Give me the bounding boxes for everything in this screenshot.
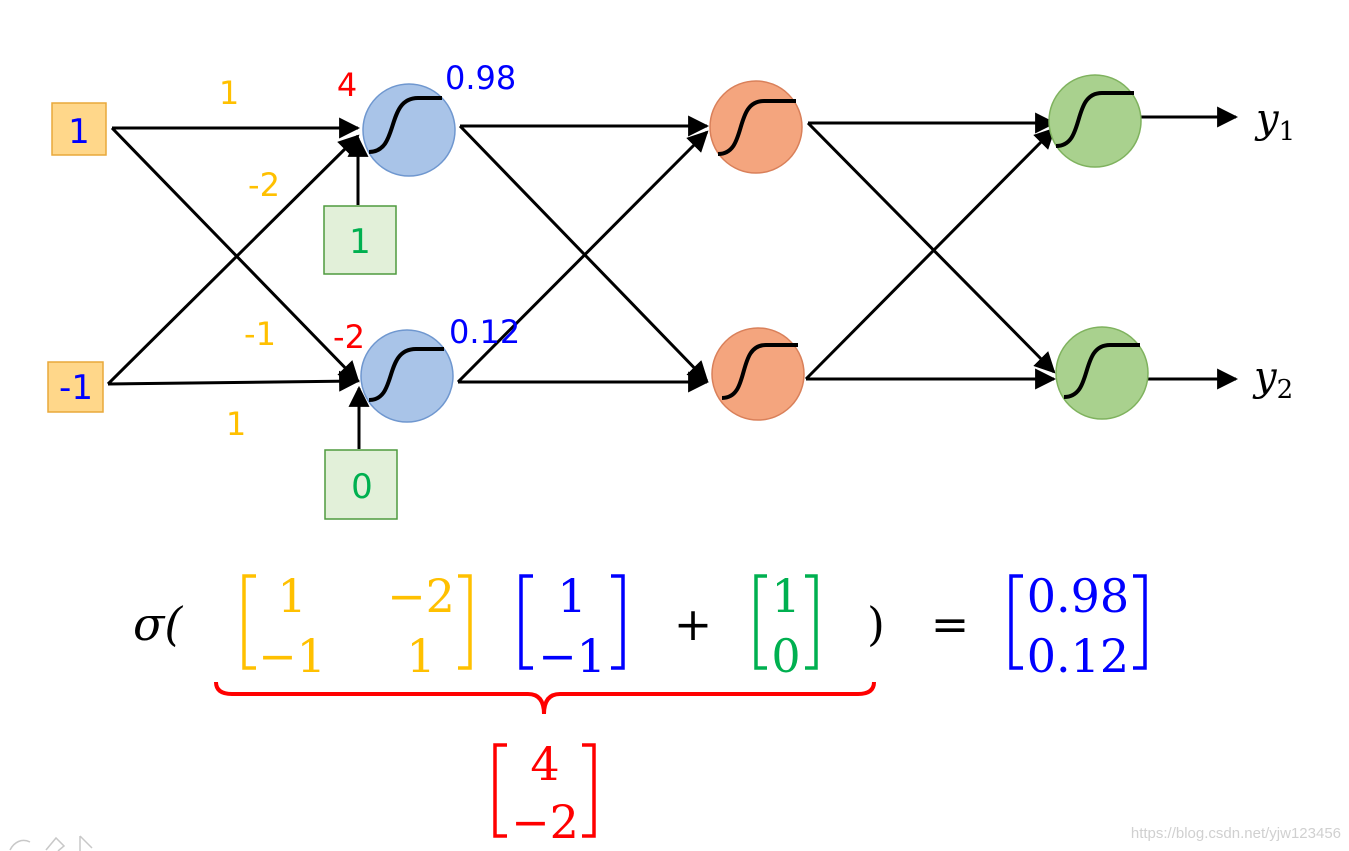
output-label-y1: y1 (1254, 96, 1295, 147)
neuron-h2 (360, 329, 454, 423)
vector-b-1: 1 (771, 569, 800, 623)
edge-x1-h2 (110, 126, 360, 383)
sigmoid-icon (1055, 91, 1134, 148)
activation-label-1: 0.98 (445, 59, 516, 97)
vector-b-right-bracket (805, 574, 818, 670)
matrix-w-left-bracket (242, 574, 256, 670)
weight-label-w21: -1 (244, 315, 276, 353)
bias-value-2: 0 (351, 467, 373, 507)
weight-label-w12: -2 (248, 166, 280, 204)
vector-preact-1: 4 (530, 737, 559, 791)
neuron-g1 (1048, 74, 1142, 168)
vector-preact-left-bracket (493, 743, 507, 838)
input-value-1: 1 (68, 112, 90, 152)
input-box-2 (47, 361, 104, 413)
vector-preact-2: −2 (511, 795, 579, 849)
neuron-o1 (709, 80, 803, 174)
neuron-o2 (711, 327, 805, 421)
edge-h1-o2 (458, 124, 709, 383)
equals-sign: = (931, 597, 970, 651)
input-value-2: -1 (59, 368, 93, 408)
vector-b-2: 0 (771, 629, 800, 683)
vector-result-left-bracket (1009, 574, 1023, 670)
edge-o2-g1 (804, 127, 1056, 381)
sigma-symbol: σ( (133, 597, 183, 651)
vector-result-1: 0.98 (1027, 569, 1129, 623)
neuron-g2 (1055, 326, 1149, 420)
sigmoid-icon (368, 96, 442, 154)
neuron-h1 (362, 83, 456, 177)
bias-value-1: 1 (349, 222, 371, 262)
watermark: https://blog.csdn.net/yjw123456 (1131, 825, 1341, 842)
bias-box-1 (323, 205, 397, 275)
vector-x-2: −1 (538, 629, 606, 683)
weight-label-w11: 1 (219, 74, 239, 112)
close-paren: ) (867, 597, 885, 651)
vector-result-2: 0.12 (1027, 629, 1129, 683)
connections (106, 106, 1239, 449)
edge-x2-h2 (107, 370, 361, 392)
input-box-1 (51, 102, 107, 156)
matrix-w-11: 1 (277, 569, 306, 623)
vector-b-left-bracket (754, 574, 767, 670)
matrix-w-22: 1 (406, 629, 435, 683)
sigmoid-icon (368, 347, 444, 402)
underbrace (214, 681, 876, 715)
pointer-icon[interactable] (79, 835, 93, 851)
edge-x2-h1 (106, 134, 360, 386)
output-layer (1048, 74, 1149, 420)
matrix-w-right-bracket (458, 574, 472, 670)
sigmoid-icon (717, 99, 796, 156)
vector-x-right-bracket (611, 574, 625, 670)
edge-o1-g2 (806, 121, 1056, 374)
sigmoid-icon (1063, 343, 1140, 399)
equation: σ( 1 −2 −1 1 1 −1 + 1 0 ) = 0.98 0.12 4 … (133, 569, 1147, 849)
output-label-y2: y2 (1252, 354, 1293, 405)
preact-label-2: -2 (333, 318, 365, 356)
vector-result-right-bracket (1133, 574, 1147, 670)
eraser-icon[interactable] (45, 836, 66, 851)
plus-sign: + (674, 597, 713, 651)
matrix-w-12: −2 (387, 569, 455, 623)
edge-h2-o1 (456, 130, 709, 384)
matrix-w-21: −1 (258, 629, 326, 683)
corner-toolbar (9, 835, 93, 851)
vector-preact-right-bracket (582, 743, 596, 838)
hidden-layer-1 (360, 83, 456, 423)
activation-label-2: 0.12 (449, 313, 520, 351)
vector-x-left-bracket (519, 574, 533, 670)
bias-box-2 (324, 449, 398, 520)
hidden-layer-2 (709, 80, 805, 421)
preact-label-1: 4 (337, 66, 357, 104)
weight-label-w22: 1 (226, 405, 246, 443)
pen-icon[interactable] (9, 839, 31, 851)
vector-x-1: 1 (557, 569, 586, 623)
sigmoid-icon (721, 343, 798, 400)
